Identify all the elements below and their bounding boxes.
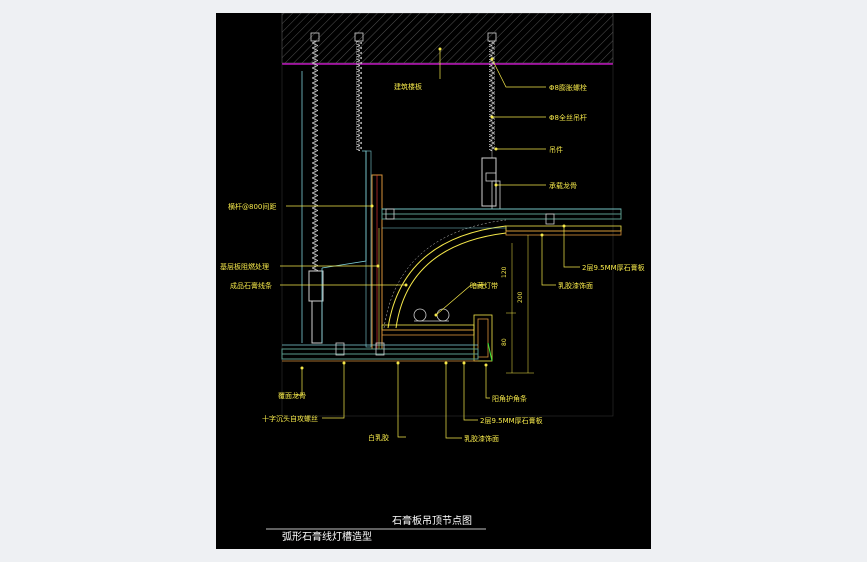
arc-gypsum-line xyxy=(383,219,507,329)
hanger-rod-middle xyxy=(354,32,364,151)
label-gypsum-line: 成品石膏线条 xyxy=(230,281,272,290)
label-hanger-rod: Φ8全丝吊杆 xyxy=(549,113,587,122)
hanger-rod-left xyxy=(310,32,320,271)
label-putty-right: 乳胶漆饰面 xyxy=(558,281,593,290)
label-yang-corner: 阳角护角条 xyxy=(492,394,527,403)
hanger-rod-right xyxy=(487,32,497,158)
ceiling-node-drawing: 120 200 80 建筑楼板 Φ8膨胀螺栓 Φ8全丝吊杆 吊件 承载龙 xyxy=(220,13,645,543)
dimension-lines xyxy=(506,235,534,374)
label-cover-keel: 覆面龙骨 xyxy=(278,391,306,400)
detail-frame xyxy=(281,63,614,417)
label-slab: 建筑楼板 xyxy=(394,82,422,91)
left-keel-assembly xyxy=(301,71,324,344)
label-main-keel: 承载龙骨 xyxy=(549,181,577,190)
label-hidden-light: 暗藏灯带 xyxy=(470,281,498,290)
dim-80: 80 xyxy=(501,338,508,346)
drawing-subtitle: 弧形石膏线灯槽造型 xyxy=(282,530,372,543)
label-screw: 十字沉头自攻螺丝 xyxy=(262,414,318,423)
dim-120: 120 xyxy=(501,266,508,278)
drawing-sheet: 120 200 80 建筑楼板 Φ8膨胀螺栓 Φ8全丝吊杆 吊件 承载龙 xyxy=(216,13,651,549)
label-putty-bottom: 乳胶漆饰面 xyxy=(464,434,499,443)
leader-lines xyxy=(280,49,580,439)
label-expansion-bolt: Φ8膨胀螺栓 xyxy=(549,83,587,92)
label-board-bottom: 2层9.5MM厚石膏板 xyxy=(480,416,543,425)
slab-hatch xyxy=(282,13,613,63)
label-hanger: 吊件 xyxy=(549,145,563,154)
upper-gypsum-board xyxy=(381,208,622,225)
right-hanger-clip xyxy=(481,157,501,210)
label-white-latex: 白乳胶 xyxy=(368,433,389,442)
label-board-right-top: 2层9.5MM厚石膏板 xyxy=(582,263,645,272)
slab-outline xyxy=(281,13,614,64)
label-spacing: 横杆@800间距 xyxy=(228,202,276,211)
label-fire-treatment: 基层板阻燃处理 xyxy=(220,262,269,271)
bottom-ceiling-boards xyxy=(281,342,479,362)
drawing-title: 石膏板吊顶节点图 xyxy=(392,514,472,527)
light-fixture xyxy=(413,308,450,322)
middle-hanger-steel xyxy=(321,150,372,348)
dim-200: 200 xyxy=(517,291,524,303)
leader-dots xyxy=(300,47,566,370)
light-trough xyxy=(381,314,493,362)
